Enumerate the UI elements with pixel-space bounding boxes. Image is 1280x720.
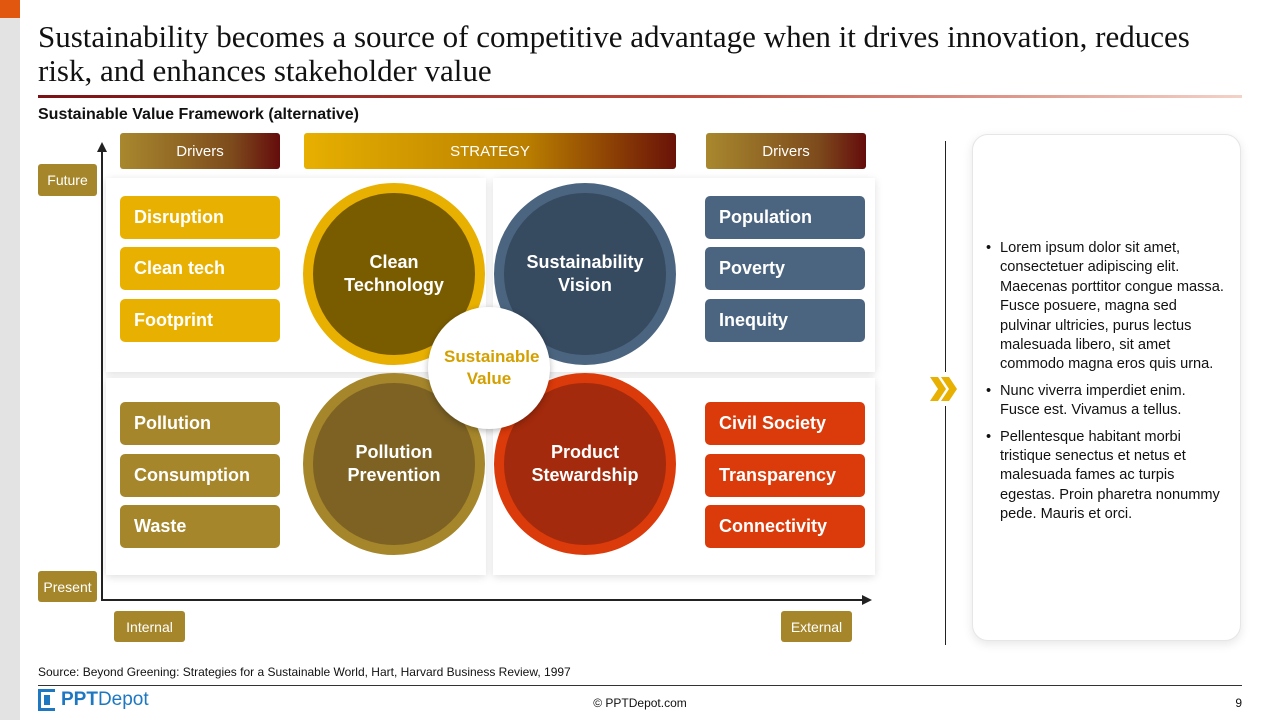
header-strategy: STRATEGY	[304, 133, 676, 169]
bullet-item: Pellentesque habitant morbi tristique se…	[986, 428, 1226, 525]
page-title: Sustainability becomes a source of compe…	[38, 19, 1190, 88]
driver-box: Pollution	[120, 402, 280, 445]
driver-box: Waste	[120, 505, 280, 548]
footer-divider	[38, 685, 1242, 686]
driver-box: Consumption	[120, 454, 280, 497]
bullet-item: Lorem ipsum dolor sit amet, consectetuer…	[986, 239, 1226, 375]
driver-box: Civil Society	[705, 402, 865, 445]
axis-label-external: External	[781, 611, 852, 642]
center-sustainable-value: Sustainable Value	[428, 307, 550, 429]
driver-box: Connectivity	[705, 505, 865, 548]
axis-label-future: Future	[38, 164, 97, 196]
driver-box: Footprint	[120, 299, 280, 342]
source-note: Source: Beyond Greening: Strategies for …	[38, 665, 571, 679]
logo-text: PPTDepot	[61, 689, 149, 710]
driver-box: Disruption	[120, 196, 280, 239]
header-drivers-left: Drivers	[120, 133, 280, 169]
y-axis-line	[101, 148, 103, 600]
commentary-bullets: Lorem ipsum dolor sit amet, consectetuer…	[986, 239, 1226, 532]
center-label: Sustainable Value	[444, 347, 540, 388]
pptdepot-logo: PPTDepot	[38, 689, 149, 711]
header-drivers-right: Drivers	[706, 133, 866, 169]
diagram-subtitle: Sustainable Value Framework (alternative…	[38, 106, 360, 123]
bullet-item: Nunc viverra imperdiet enim. Fusce est. …	[986, 382, 1226, 421]
driver-box: Clean tech	[120, 247, 280, 290]
logo-icon	[38, 689, 55, 711]
strategy-circle-sustainability-vision: Sustainability Vision	[494, 183, 676, 365]
driver-box: Inequity	[705, 299, 865, 342]
driver-box: Population	[705, 196, 865, 239]
driver-box: Transparency	[705, 454, 865, 497]
axis-label-internal: Internal	[114, 611, 185, 642]
left-side-bar	[0, 0, 20, 720]
title-divider	[38, 95, 1242, 98]
chevron-right-icon	[926, 372, 960, 406]
axis-label-present: Present	[38, 571, 97, 602]
copyright: © PPTDepot.com	[593, 696, 687, 710]
driver-box: Poverty	[705, 247, 865, 290]
x-axis-line	[101, 599, 865, 601]
page-number: 9	[1235, 696, 1242, 710]
y-axis-arrow	[97, 142, 107, 152]
left-accent-mark	[0, 0, 20, 18]
x-axis-arrow	[862, 595, 872, 605]
